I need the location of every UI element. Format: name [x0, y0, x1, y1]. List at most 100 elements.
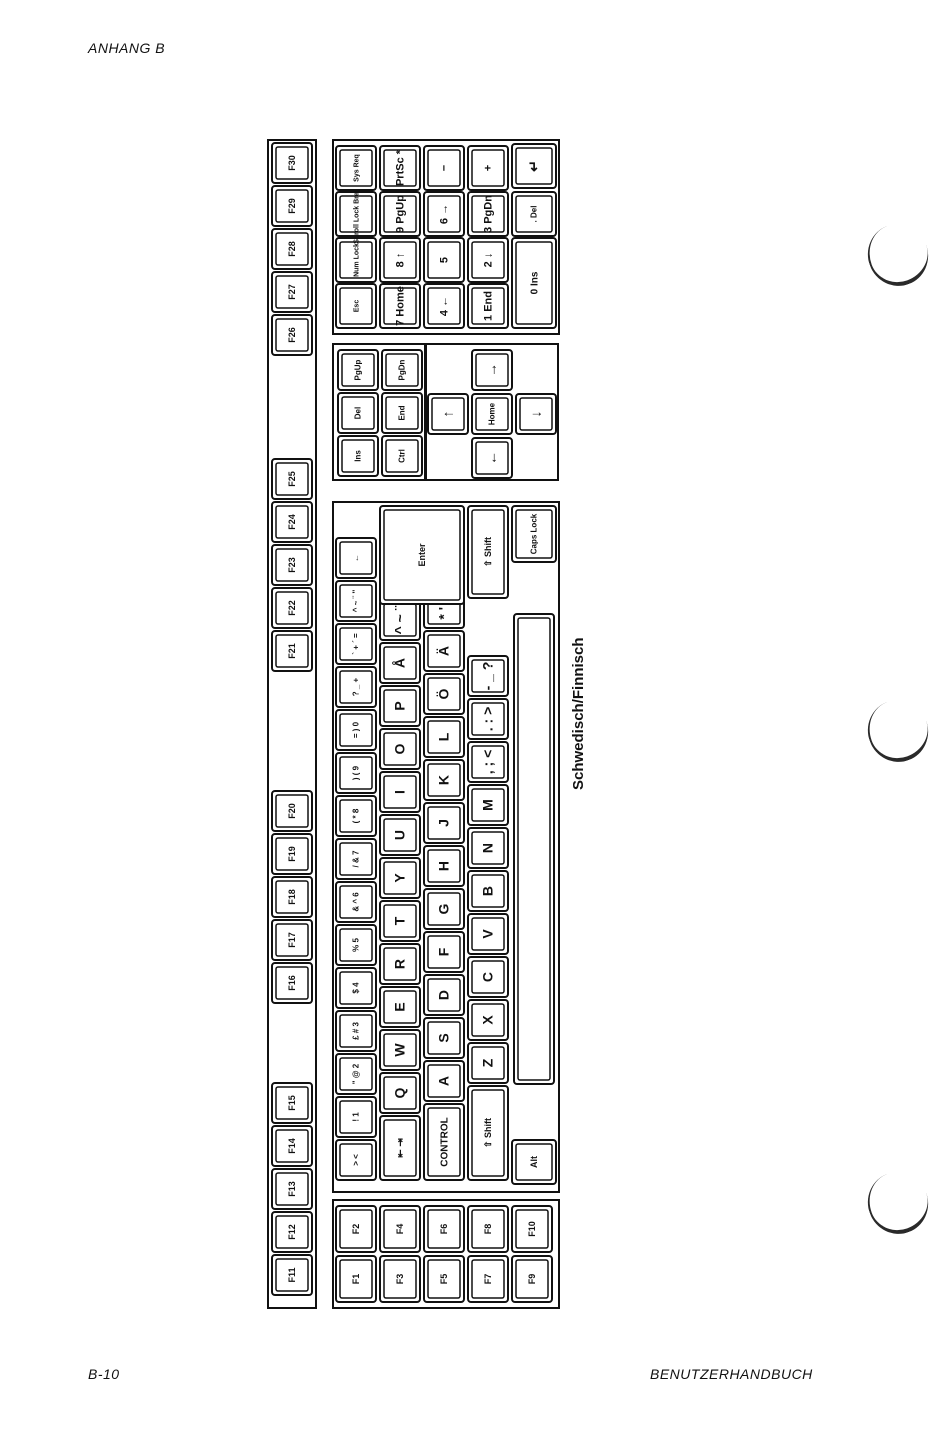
- key-label: G: [436, 903, 452, 914]
- key-f2: F2: [335, 1205, 377, 1253]
- key-label: ^ ~ ¨ '': [352, 590, 361, 613]
- key-label: V: [480, 929, 496, 939]
- left-shift-key: ⇧ Shift: [467, 1085, 509, 1181]
- key-label: F18: [287, 889, 297, 905]
- key-label: −: [439, 165, 451, 171]
- key-f8: F8: [467, 1205, 509, 1253]
- key-label: 6 →: [439, 204, 451, 224]
- key-f20: F20: [271, 790, 313, 832]
- numpad-enter-key: ↵: [511, 143, 557, 189]
- key-label: Num Lock: [353, 243, 360, 277]
- numpad-key-3-1: 2 ↓: [467, 237, 509, 283]
- key-label: PrtSc *: [395, 149, 407, 186]
- key-label: F7: [483, 1274, 493, 1285]
- key-label: Alt: [529, 1156, 539, 1168]
- key-label: F24: [287, 514, 297, 530]
- key-row4-8: , ; <: [467, 741, 509, 783]
- numpad-key-1-3: PrtSc *: [379, 145, 421, 191]
- key-f3: F3: [379, 1255, 421, 1303]
- key-g: G: [423, 888, 465, 930]
- numpad-key-2-2: 6 →: [423, 191, 465, 237]
- numpad-key-0-2: Scroll Lock Break: [335, 184, 377, 244]
- key-f5: F5: [423, 1255, 465, 1303]
- key-label: →: [484, 363, 500, 377]
- key-row1-13: ^ ~ ¨ '': [335, 580, 377, 622]
- key-label: PgDn: [398, 359, 407, 380]
- key-label: F13: [287, 1181, 297, 1197]
- key-w: W: [379, 1029, 421, 1071]
- key-f: F: [423, 931, 465, 973]
- key-row1-10: = ) 0: [335, 709, 377, 751]
- key-f18: F18: [271, 876, 313, 918]
- key-label: F3: [395, 1274, 405, 1285]
- main-block-frame: [332, 501, 560, 1193]
- key-label: N: [480, 843, 496, 853]
- key-label: & ^ 6: [352, 892, 361, 912]
- key-label: Esc: [353, 300, 360, 313]
- key-label: ↓: [528, 411, 544, 418]
- key-f19: F19: [271, 833, 313, 875]
- key-h: H: [423, 845, 465, 887]
- key-u: U: [379, 814, 421, 856]
- key-o: O: [379, 728, 421, 770]
- key-label: U: [392, 830, 408, 840]
- key-label: M: [480, 799, 496, 811]
- key-label: A: [436, 1076, 452, 1086]
- key-label: F20: [287, 803, 297, 819]
- key-y: Y: [379, 857, 421, 899]
- key-label: F2: [351, 1224, 361, 1235]
- key-label: ←: [352, 554, 361, 562]
- key-f16: F16: [271, 962, 313, 1004]
- key-f17: F17: [271, 919, 313, 961]
- key-label: PgUp: [354, 359, 363, 380]
- key-label: W: [392, 1043, 408, 1057]
- numpad-key-2-3: −: [423, 145, 465, 191]
- key-label: . : >: [480, 707, 496, 732]
- key-å: Å: [379, 642, 421, 684]
- key-label: F5: [439, 1274, 449, 1285]
- key-pgdn: PgDn: [381, 349, 423, 391]
- key-label: ⇧ Shift: [483, 1118, 493, 1148]
- key-label: % 5: [352, 938, 361, 952]
- key-label: Ins: [354, 450, 363, 462]
- key-f1: F1: [335, 1255, 377, 1303]
- key-row4-9: . : >: [467, 698, 509, 740]
- footer-title: BENUTZERHANDBUCH: [650, 1366, 813, 1382]
- key-label: ⇤ ⇥: [395, 1138, 406, 1158]
- key-f11: F11: [271, 1254, 313, 1296]
- page-header: ANHANG B: [88, 40, 166, 56]
- key-label: $ 4: [352, 982, 361, 994]
- key-p: P: [379, 685, 421, 727]
- key-row4-7: M: [467, 784, 509, 826]
- key-row4-1: Z: [467, 1042, 509, 1084]
- key-label: " @ 2: [352, 1063, 361, 1084]
- key-label: 7 Home: [395, 286, 407, 326]
- key-label: D: [436, 990, 452, 1000]
- key-ins: Ins: [337, 435, 379, 477]
- numpad-key-3-3: +: [467, 145, 509, 191]
- arrow-right-key: →: [471, 349, 513, 391]
- key-row1-14: ←: [335, 537, 377, 579]
- key-label: O: [392, 743, 408, 754]
- key-label: E: [392, 1002, 408, 1011]
- key-row1-6: & ^ 6: [335, 881, 377, 923]
- key-label: F19: [287, 846, 297, 862]
- key-f28: F28: [271, 228, 313, 270]
- enter-key: Enter: [379, 505, 465, 605]
- key-label: F16: [287, 975, 297, 991]
- tab-key: ⇤ ⇥: [379, 1115, 421, 1181]
- numpad-key-1-1: 8 ↑: [379, 237, 421, 283]
- key-label: Home: [488, 402, 497, 425]
- key-row1-3: £ # 3: [335, 1010, 377, 1052]
- key-label: F28: [287, 241, 297, 257]
- key-e: E: [379, 986, 421, 1028]
- key-label: F1: [351, 1274, 361, 1285]
- key-f26: F26: [271, 314, 313, 356]
- key-row4-10: - _ ?: [467, 655, 509, 697]
- key-label: Ctrl: [398, 449, 407, 463]
- numpad-key-1-0: 7 Home: [379, 283, 421, 329]
- key-q: Q: [379, 1072, 421, 1114]
- key-label: T: [392, 916, 408, 925]
- key-label: = ) 0: [352, 721, 361, 738]
